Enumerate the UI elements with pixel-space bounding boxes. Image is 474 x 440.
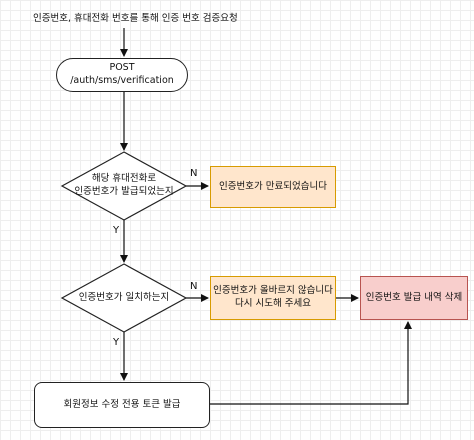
- result-mismatch-node: 인증번호가 올바르지 않습니다 다시 시도해 주세요: [210, 276, 336, 320]
- decision-expired-line1: 해당 휴대전화로: [91, 173, 157, 185]
- decision-match-text: 인증번호가 일치하는지: [78, 291, 170, 303]
- edge-label-y2: Y: [113, 337, 120, 348]
- edge-label-n1: N: [190, 168, 198, 179]
- result-mismatch-line1: 인증번호가 올바르지 않습니다: [213, 285, 333, 297]
- result-expired-node: 인증번호가 만료되었습니다: [210, 166, 336, 208]
- edge-label-n2: N: [190, 281, 198, 292]
- api-endpoint-node: POST /auth/sms/verification: [56, 58, 188, 92]
- decision-expired-text: 해당 휴대전화로 인증번호가 발급되었는지: [62, 172, 186, 200]
- delete-issue-history-node: 인증번호 발급 내역 삭제: [360, 276, 468, 320]
- edge-label-y1: Y: [113, 225, 120, 236]
- result-mismatch-line2: 다시 시도해 주세요: [235, 298, 311, 309]
- decision-expired-line2: 인증번호가 발급되었는지: [74, 186, 174, 197]
- issue-token-node: 회원정보 수정 전용 토큰 발급: [34, 382, 210, 428]
- start-request-label: 인증번호, 휴대전화 번호를 통해 인증 번호 검증요청: [33, 13, 238, 24]
- edge-token-to-delete: [210, 321, 412, 405]
